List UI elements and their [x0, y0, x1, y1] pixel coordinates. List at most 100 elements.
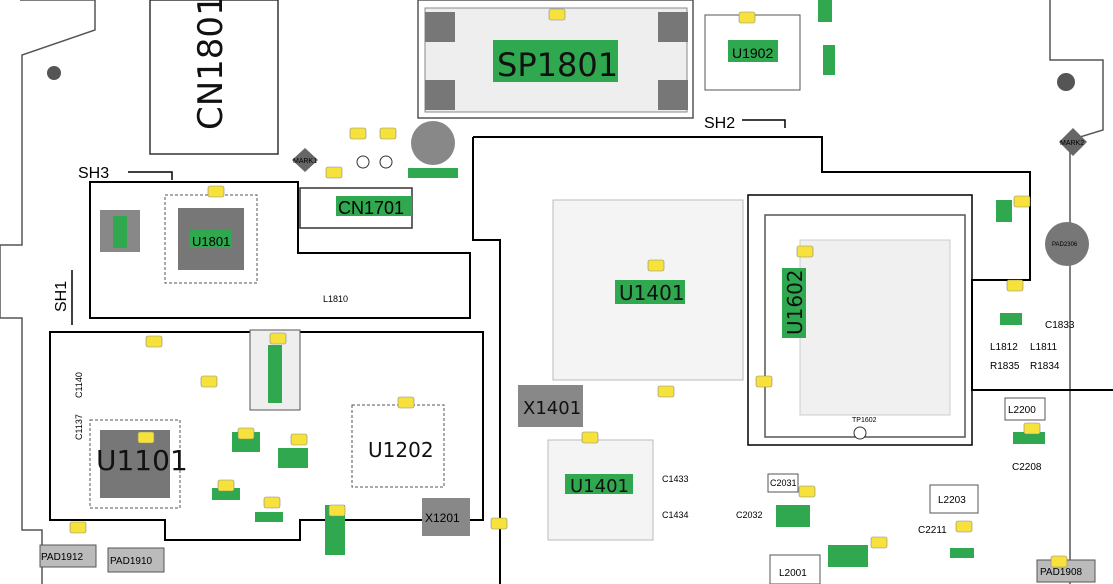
sp1801-highlight: [493, 40, 618, 82]
c1433-label: C1433: [662, 474, 689, 484]
note-icon[interactable]: [738, 11, 756, 24]
note-icon[interactable]: [137, 431, 155, 444]
sp1801-frame: [417, 0, 694, 119]
pad2306-label: PAD2306: [1052, 242, 1078, 248]
u1401-highlight: [615, 280, 685, 304]
u1801-label: U1801: [192, 234, 230, 249]
note-icon[interactable]: [798, 485, 816, 498]
note-icon[interactable]: [1006, 279, 1024, 292]
note-markers: [69, 8, 1068, 568]
mount-hole-left: [47, 66, 61, 80]
sh2-label: SH2: [704, 115, 735, 132]
l2203-body: [929, 484, 979, 514]
note-icon[interactable]: [796, 245, 814, 258]
note-icon[interactable]: [269, 332, 287, 345]
note-icon[interactable]: [490, 517, 508, 530]
note-icon[interactable]: [69, 521, 87, 534]
cn1701-highlight: [336, 196, 412, 216]
u1202-label: U1202: [368, 438, 434, 462]
note-icon[interactable]: [328, 504, 346, 517]
sp1801-pad-bl: [425, 80, 455, 110]
comp-green-5: [325, 505, 345, 555]
pad1910-label: PAD1910: [110, 556, 153, 567]
component-green-sh1: [268, 345, 282, 403]
note-icon[interactable]: [1023, 422, 1041, 435]
note-icon[interactable]: [657, 385, 675, 398]
note-icon[interactable]: [145, 335, 163, 348]
note-icon[interactable]: [581, 431, 599, 444]
comp-green-8: [996, 200, 1012, 222]
note-icon[interactable]: [217, 479, 235, 492]
note-icon[interactable]: [548, 8, 566, 21]
l2200-body: [1004, 397, 1046, 421]
sh3-arrow: [128, 171, 173, 180]
note-icon[interactable]: [200, 375, 218, 388]
component-green-right: [823, 45, 835, 75]
pad1912-body: [39, 544, 97, 568]
sp1801-label: SP1801: [497, 46, 618, 84]
sh3-label: SH3: [78, 165, 109, 182]
comp-green-2: [278, 448, 308, 468]
x1201-label: X1201: [425, 511, 460, 525]
l1811-label: L1811: [1030, 342, 1058, 353]
note-icon[interactable]: [870, 536, 888, 549]
u1902-highlight: [728, 40, 778, 62]
c2031-comp: [767, 473, 799, 493]
pad2306-circle: [1045, 222, 1089, 266]
sp1801-pad-tl: [425, 12, 455, 42]
note-icon[interactable]: [325, 166, 343, 179]
c2208-label: C2208: [1012, 462, 1042, 473]
u1403-label: U1401: [570, 476, 629, 497]
sh2-inner: [747, 194, 973, 446]
cn1801-body: [149, 0, 279, 155]
sp1801-pad-tr: [658, 12, 688, 42]
u1403-highlight: [565, 474, 633, 494]
r1834-label: R1834: [1030, 361, 1060, 372]
comp-green-11: [950, 548, 974, 558]
u1801-highlight: [190, 230, 232, 248]
l1810-label: L1810: [323, 294, 348, 304]
c1833-label: C1833: [1045, 320, 1075, 331]
via-2: [379, 155, 393, 169]
note-icon[interactable]: [237, 427, 255, 440]
comp-green-4: [255, 512, 283, 522]
note-icon[interactable]: [755, 375, 773, 388]
component-green-top: [818, 0, 832, 22]
l2200-label: L2200: [1008, 405, 1036, 416]
dark-circle: [411, 121, 455, 165]
c2032-label: C2032: [736, 510, 763, 520]
c1140-label: C1140: [74, 372, 84, 398]
mount-hole-right: [1057, 73, 1075, 91]
note-icon[interactable]: [955, 520, 973, 533]
note-icon[interactable]: [397, 396, 415, 409]
u1602-grid: [799, 239, 951, 416]
l2001-body: [769, 554, 821, 584]
mark2-diamond: [1059, 128, 1087, 156]
u1202-body: [351, 404, 445, 488]
note-icon[interactable]: [647, 259, 665, 272]
sh1-outline: [49, 331, 484, 541]
sh1-label: SH1: [53, 281, 70, 312]
c2031-label: C2031: [770, 478, 797, 488]
u1101-label: U1101: [96, 444, 188, 477]
x1201-body: [422, 498, 470, 536]
via-1: [356, 155, 370, 169]
mark2-label: MARK2: [1060, 140, 1084, 147]
note-icon[interactable]: [263, 496, 281, 509]
mark1-diamond: [292, 148, 318, 172]
note-icon[interactable]: [1013, 195, 1031, 208]
c1137-label: C1137: [74, 414, 84, 440]
l2001-label: L2001: [779, 568, 807, 579]
green-strip-cn1701: [408, 168, 458, 178]
note-icon[interactable]: [349, 127, 367, 140]
u1602-highlight: [782, 268, 806, 338]
note-icon[interactable]: [379, 127, 397, 140]
c2211-label: C2211: [918, 525, 947, 536]
note-icon[interactable]: [290, 433, 308, 446]
note-icon[interactable]: [207, 185, 225, 198]
note-icon[interactable]: [1050, 555, 1068, 568]
component-green-sh3: [113, 216, 127, 248]
pad1910-body: [107, 547, 165, 573]
u1602-label: U1602: [783, 269, 807, 335]
